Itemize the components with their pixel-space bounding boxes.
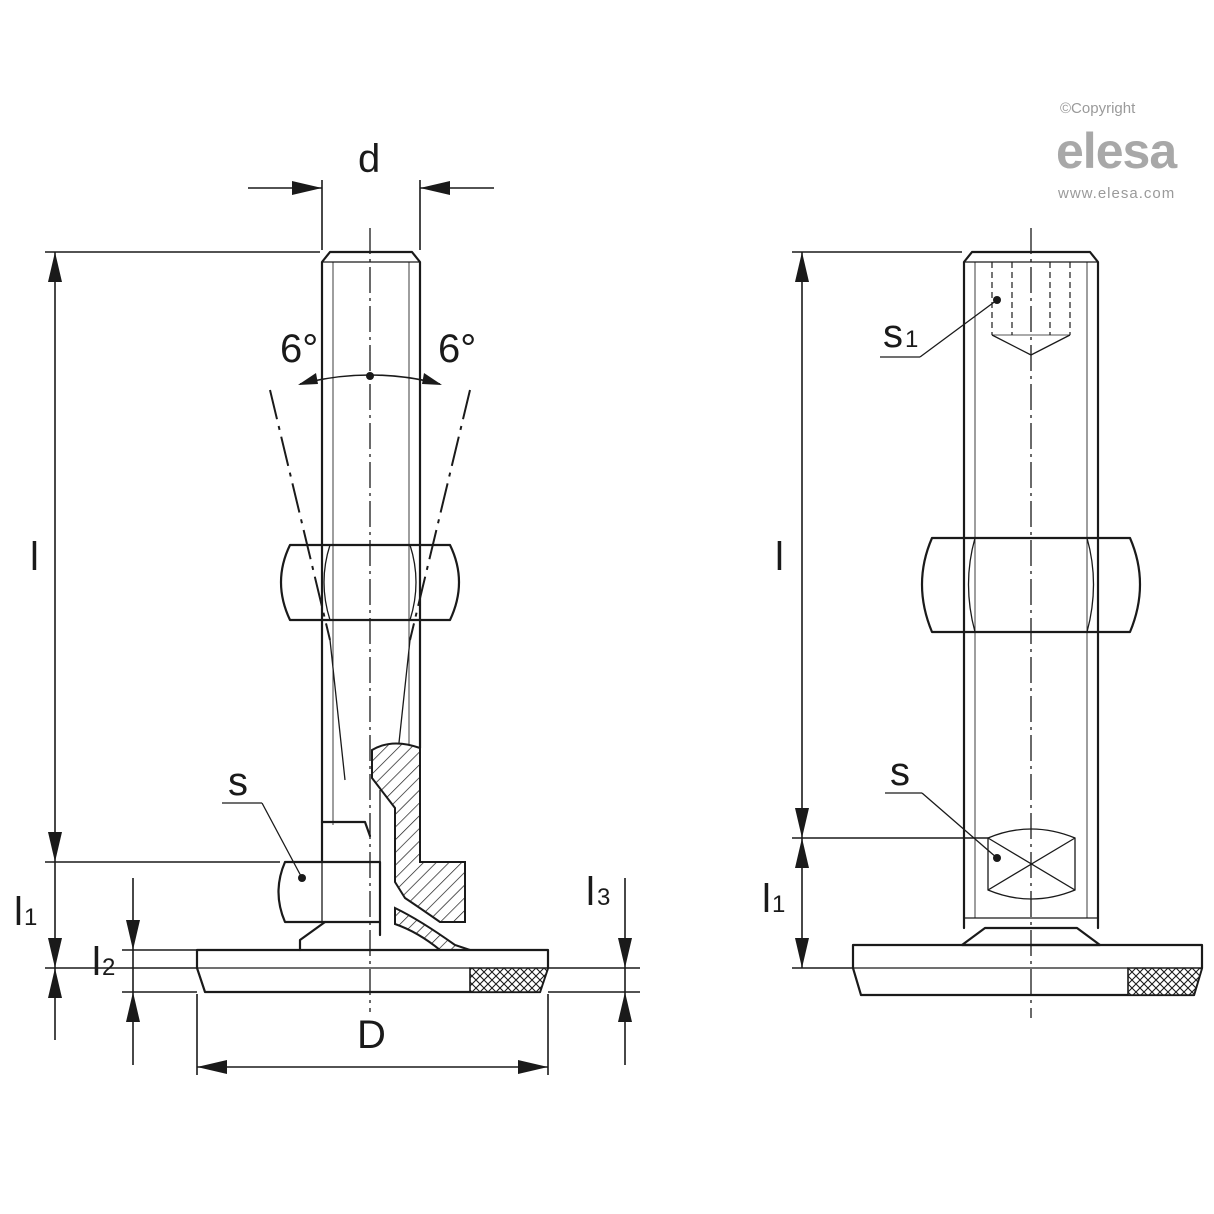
lower-hex bbox=[277, 860, 382, 924]
label-l1-right: l bbox=[762, 877, 771, 921]
copyright-text: ©Copyright bbox=[1060, 100, 1136, 117]
right-view-leveling-element: l l 1 s 1 s bbox=[762, 228, 1204, 1018]
dim-l-left: l bbox=[30, 251, 320, 863]
label-s-right: s bbox=[890, 750, 910, 794]
label-l1-left-sub: 1 bbox=[24, 904, 37, 931]
tilt-cone-left-line bbox=[269, 389, 331, 641]
base-plate-right bbox=[851, 943, 1204, 997]
dim-l-right: l bbox=[775, 251, 988, 839]
leader-s-left: s bbox=[222, 760, 306, 882]
angle-label-right: 6° bbox=[438, 327, 476, 371]
label-s-left: s bbox=[228, 760, 248, 804]
elesa-logo: elesa bbox=[1056, 123, 1178, 179]
elesa-watermark: ©Copyright elesa www.elesa.com bbox=[1056, 100, 1179, 202]
dim-l1-right: l 1 bbox=[762, 838, 853, 969]
label-l1-right-sub: 1 bbox=[772, 891, 785, 918]
dim-d: d bbox=[248, 137, 494, 250]
dim-l1-left: l 1 bbox=[14, 862, 197, 1040]
label-l2-sub: 2 bbox=[102, 954, 115, 981]
dim-l3: l 3 bbox=[548, 870, 640, 1065]
label-s1: s bbox=[883, 312, 903, 356]
label-l-right: l bbox=[775, 535, 784, 579]
left-view-leveling-element: 6° 6° d l l 1 bbox=[14, 137, 640, 1075]
label-s1-sub: 1 bbox=[905, 326, 918, 353]
angle-label-left: 6° bbox=[280, 327, 318, 371]
base-plate bbox=[195, 948, 550, 994]
website-url: www.elesa.com bbox=[1057, 185, 1175, 202]
dim-D: D bbox=[196, 994, 549, 1075]
label-l-left: l bbox=[30, 535, 39, 579]
rubber-pad-section bbox=[469, 967, 550, 993]
label-D: D bbox=[357, 1013, 386, 1057]
label-l1-left: l bbox=[14, 890, 23, 934]
label-l2: l bbox=[92, 940, 101, 984]
label-d: d bbox=[358, 137, 380, 181]
label-l3-sub: 3 bbox=[597, 884, 610, 911]
leader-s-right: s bbox=[885, 750, 1001, 862]
neck-outline bbox=[298, 920, 382, 952]
leader-s1: s 1 bbox=[880, 296, 1001, 358]
hex-nut-right bbox=[920, 536, 1142, 634]
dim-l2: l 2 bbox=[92, 878, 197, 1065]
label-l3: l bbox=[586, 870, 595, 914]
threaded-stud bbox=[320, 250, 422, 864]
upper-hex-nut bbox=[280, 543, 460, 622]
sectioned-ball-joint bbox=[371, 742, 466, 923]
rubber-pad-right bbox=[1127, 967, 1204, 996]
